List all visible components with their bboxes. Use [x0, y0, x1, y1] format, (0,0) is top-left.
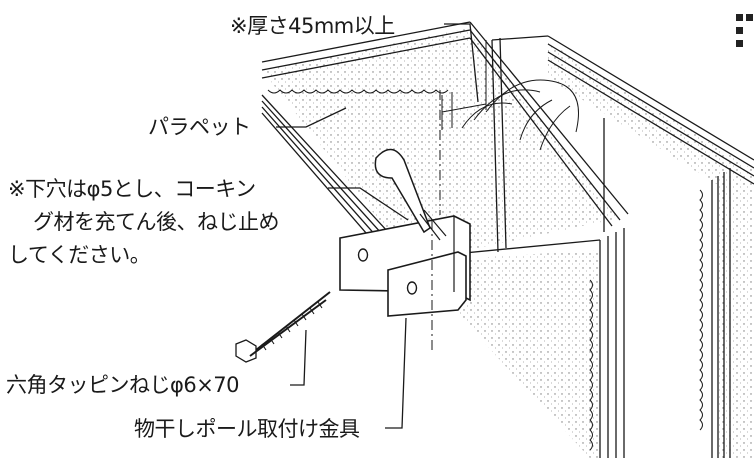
leader-lines	[276, 23, 479, 429]
corner-ellipsis-icon	[736, 14, 754, 48]
bracket-label: 物干しポール取付け金具	[134, 417, 360, 441]
thickness-note: ※厚さ45mm以上	[230, 14, 395, 38]
pilot-hole-note-line2: グ材を充てん後、ねじ止め	[33, 210, 280, 234]
pilot-hole-note-line1: ※下穴はφ5とし、コーキン	[8, 177, 256, 201]
axis-line	[431, 90, 441, 350]
parapet-label: パラペット	[148, 115, 251, 139]
pilot-hole-note-line3: してください。	[8, 243, 151, 267]
screw-label: 六角タッピンねじφ6×70	[6, 373, 240, 397]
parapet-wall	[261, 21, 754, 458]
pole-bracket	[339, 215, 471, 317]
thickness-dimension	[441, 40, 487, 130]
caulking-nozzle	[374, 148, 447, 241]
hex-screw	[235, 291, 331, 363]
